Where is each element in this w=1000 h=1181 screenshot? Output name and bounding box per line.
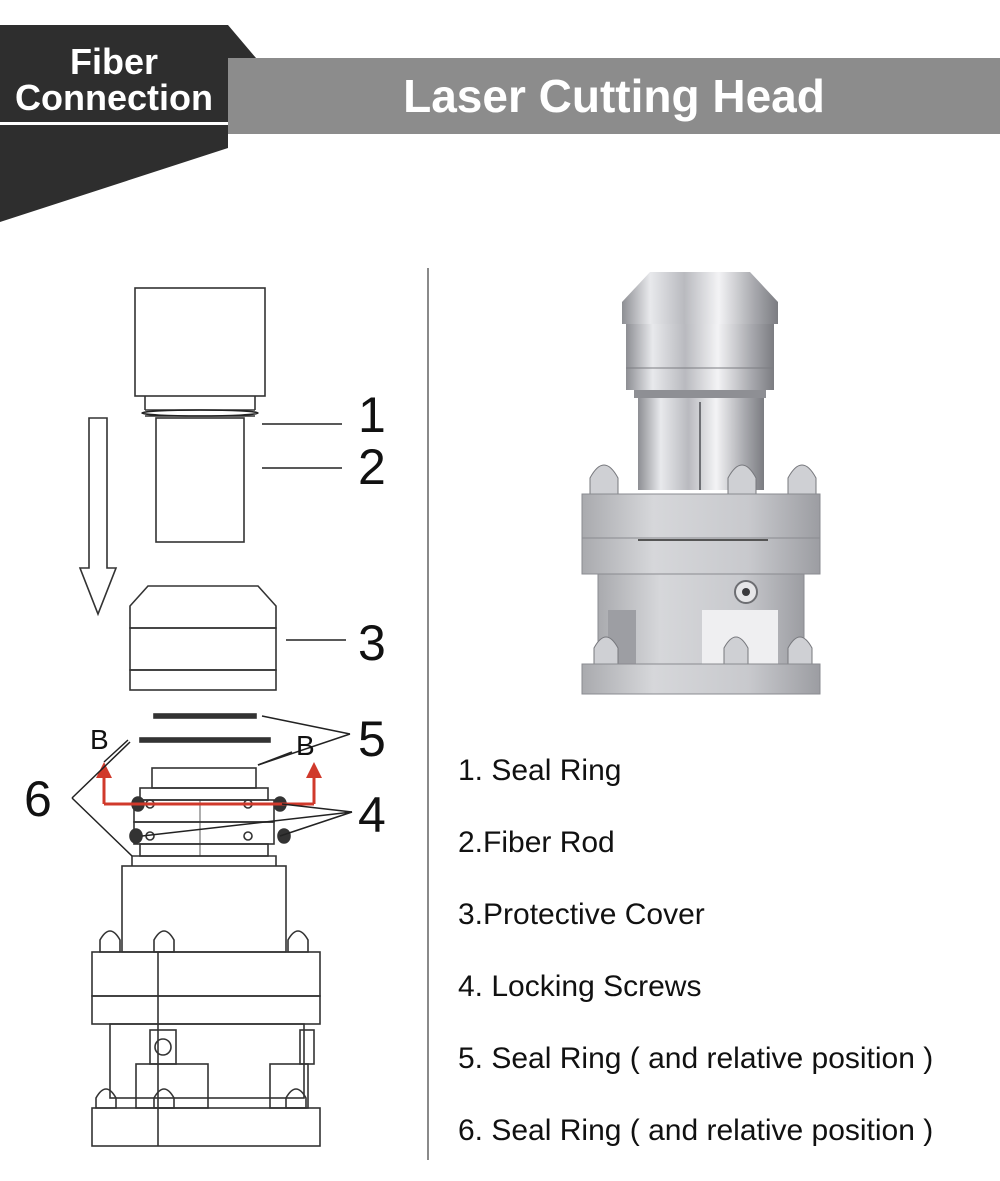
leader-4c (141, 811, 353, 837)
leader-B-right (257, 751, 293, 766)
housing-upper (121, 865, 287, 953)
laser-head-photo (581, 272, 821, 695)
flange-top (91, 951, 321, 997)
leader-6a (71, 741, 131, 799)
marker-b-left: B (90, 724, 109, 755)
legend-item-3: 3.Protective Cover (458, 898, 705, 931)
callout-3: 3 (358, 615, 386, 671)
leader-4b (279, 811, 353, 837)
seal-ring-5a (153, 713, 257, 719)
callout-6: 6 (24, 771, 52, 827)
position-arrows (96, 762, 322, 806)
header-badge (0, 25, 256, 222)
marker-b-right: B (296, 730, 315, 761)
protective-cover (129, 585, 277, 629)
flange-bottom (91, 1107, 321, 1147)
seal-ring-1 (141, 409, 259, 417)
page-title: Laser Cutting Head (403, 70, 825, 122)
legend-item-1: 1. Seal Ring (458, 754, 622, 787)
seal-ring-5b (139, 737, 271, 743)
down-arrow (78, 417, 118, 617)
legend-item-6: 6. Seal Ring ( and relative position ) (458, 1114, 934, 1147)
flange-mid (91, 995, 321, 1025)
callout-4: 4 (358, 787, 386, 843)
callout-2: 2 (358, 439, 386, 495)
callout-5: 5 (358, 711, 386, 767)
legend-item-4: 4. Locking Screws (458, 970, 702, 1003)
fiber-rod (155, 417, 245, 543)
callout-1: 1 (358, 387, 386, 443)
fiber-connector-body (134, 287, 266, 397)
exploded-diagram (71, 287, 353, 1147)
badge-line-1: Fiber (69, 41, 158, 82)
title-banner (228, 58, 1000, 134)
legend-item-5: 5. Seal Ring ( and relative position ) (458, 1042, 934, 1075)
leader-5a (261, 715, 351, 735)
leader-B-left (103, 739, 129, 763)
vertical-divider (427, 268, 429, 1160)
cap-nuts-bottom (95, 1088, 307, 1109)
leader-4a (281, 803, 353, 813)
cap-nuts-top (99, 930, 309, 953)
leader-6b (71, 797, 133, 857)
legend-item-2: 2.Fiber Rod (458, 826, 615, 859)
badge-line-2: Connection (15, 77, 213, 118)
